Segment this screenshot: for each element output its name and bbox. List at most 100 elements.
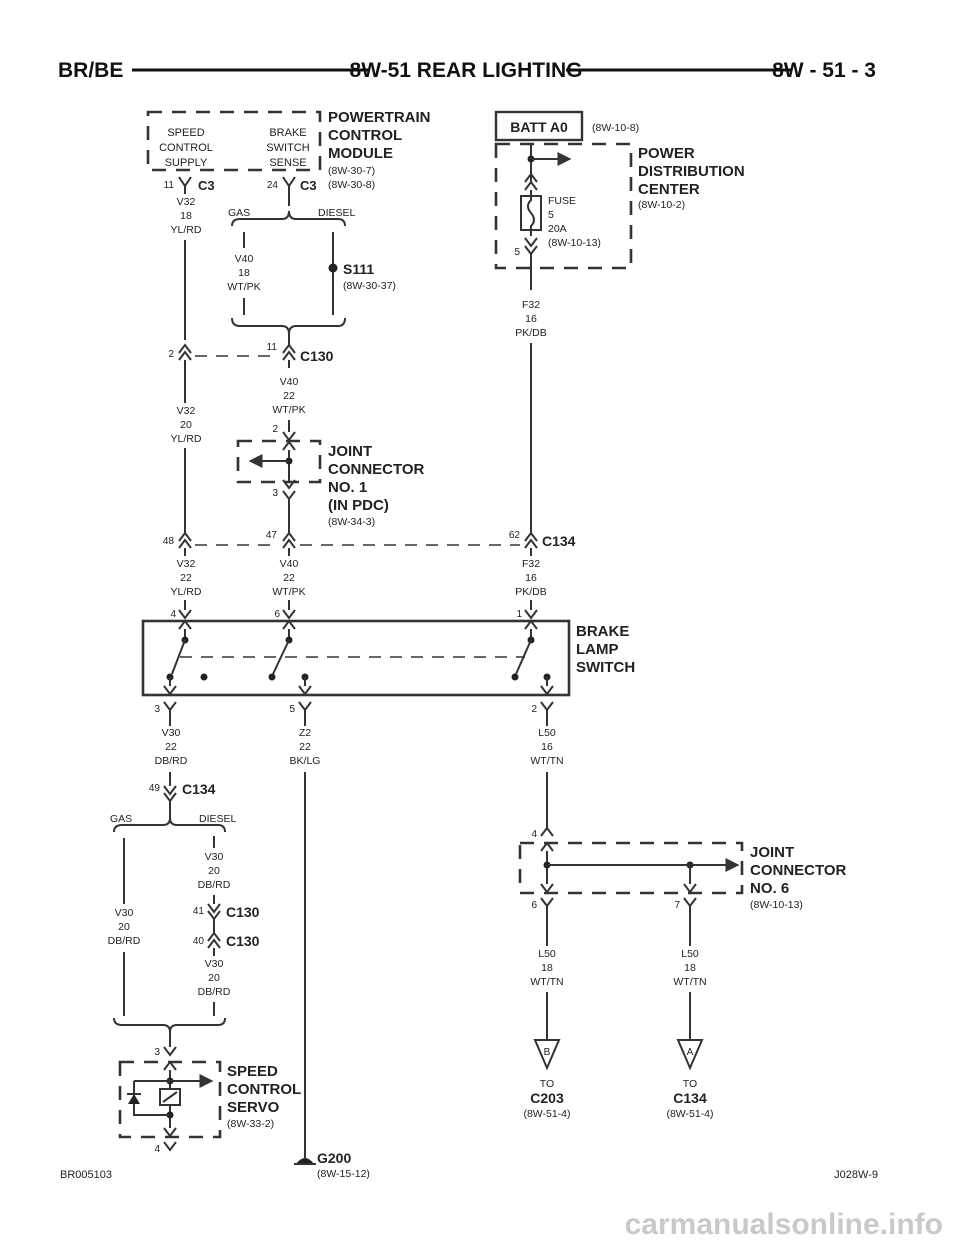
connector-c130-top: 2 11 C130 xyxy=(168,342,333,364)
joint-connector-6: 4 6 7 JOINT CONNECTOR NO. 6 (8W-10-13) xyxy=(518,826,847,946)
svg-text:11: 11 xyxy=(267,342,278,353)
svg-text:V32: V32 xyxy=(177,558,196,570)
svg-text:2: 2 xyxy=(168,349,174,360)
svg-text:22: 22 xyxy=(299,741,311,753)
svg-text:DB/RD: DB/RD xyxy=(155,755,188,767)
wire-v40-22a-label: V40 22 WT/PK xyxy=(272,376,305,416)
svg-text:V30: V30 xyxy=(162,727,181,739)
svg-text:V40: V40 xyxy=(280,376,299,388)
svg-text:PK/DB: PK/DB xyxy=(515,327,547,339)
svg-text:2: 2 xyxy=(272,424,278,435)
svg-text:NO. 1: NO. 1 xyxy=(328,479,367,496)
page-header: BR/BE 8W-51 REAR LIGHTING 8W - 51 - 3 xyxy=(58,59,876,82)
g200-ref: (8W-15-12) xyxy=(317,1168,370,1180)
svg-text:BRAKE: BRAKE xyxy=(576,623,629,640)
footer-right-code: J028W-9 xyxy=(834,1169,878,1181)
svg-text:4: 4 xyxy=(170,609,176,620)
svg-text:20A: 20A xyxy=(548,223,567,235)
svg-text:V30: V30 xyxy=(205,851,224,863)
svg-text:5: 5 xyxy=(289,704,295,715)
svg-text:4: 4 xyxy=(154,1144,160,1155)
brake-lamp-switch: 4 6 1 3 5 2 BRAKE LAMP SWITCH xyxy=(141,600,635,726)
svg-text:62: 62 xyxy=(509,530,521,541)
svg-text:WT/TN: WT/TN xyxy=(530,976,563,988)
dest-c134-label: C134 xyxy=(673,1090,707,1106)
svg-text:5: 5 xyxy=(548,209,554,221)
svg-text:YL/RD: YL/RD xyxy=(171,586,202,598)
svg-text:49: 49 xyxy=(149,783,161,794)
footer-left-code: BR005103 xyxy=(60,1169,112,1181)
svg-text:V32: V32 xyxy=(177,196,196,208)
svg-text:NO. 6: NO. 6 xyxy=(750,880,789,897)
svg-text:PK/DB: PK/DB xyxy=(515,586,547,598)
splice-s111-ref: (8W-30-37) xyxy=(343,280,396,292)
svg-text:F32: F32 xyxy=(522,558,540,570)
svg-text:A: A xyxy=(687,1047,694,1058)
wire-l50-16-label: L50 16 WT/TN xyxy=(530,727,563,767)
split-gas2-label: GAS xyxy=(110,813,132,825)
svg-text:18: 18 xyxy=(541,962,553,974)
pcm-ref-1: (8W-30-7) xyxy=(328,165,375,177)
batt-a0-label: BATT A0 xyxy=(510,119,568,135)
svg-text:22: 22 xyxy=(165,741,177,753)
wire-z2-22-label: Z2 22 BK/LG xyxy=(290,727,321,767)
svg-text:(8W-33-2): (8W-33-2) xyxy=(227,1118,274,1130)
svg-text:48: 48 xyxy=(163,536,175,547)
svg-text:7: 7 xyxy=(674,900,680,911)
svg-text:18: 18 xyxy=(238,267,250,279)
svg-text:40: 40 xyxy=(193,936,205,947)
split-gas-label: GAS xyxy=(228,207,250,219)
c130-b-label: C130 xyxy=(226,933,260,949)
svg-text:DISTRIBUTION: DISTRIBUTION xyxy=(638,163,745,180)
wire-l50-18b-label: L50 18 WT/TN xyxy=(673,948,706,988)
svg-text:18: 18 xyxy=(684,962,696,974)
c130-top-label: C130 xyxy=(300,348,334,364)
svg-text:Z2: Z2 xyxy=(299,727,311,739)
svg-text:JOINT: JOINT xyxy=(750,844,794,861)
wire-v40-22b-label: V40 22 WT/PK xyxy=(272,558,305,598)
c134-mid-label: C134 xyxy=(182,781,216,797)
joint-connector-1: 2 3 JOINT CONNECTOR NO. 1 (IN PDC) (8W-3… xyxy=(236,420,425,535)
svg-text:L50: L50 xyxy=(538,948,556,960)
svg-text:TO: TO xyxy=(683,1078,697,1090)
svg-text:(8W-51-4): (8W-51-4) xyxy=(666,1108,713,1120)
pcm-title-l3: MODULE xyxy=(328,145,393,162)
connector-c134-mid: 49 C134 xyxy=(149,772,216,818)
svg-text:20: 20 xyxy=(208,972,220,984)
svg-text:2: 2 xyxy=(531,704,537,715)
svg-text:22: 22 xyxy=(283,390,295,402)
svg-text:WT/PK: WT/PK xyxy=(227,281,260,293)
dest-c203-label: C203 xyxy=(530,1090,564,1106)
svg-text:BK/LG: BK/LG xyxy=(290,755,321,767)
speed-control-servo: 3 4 SPEED CONTROL SERVO (8W-33-2) xyxy=(118,1032,301,1155)
svg-text:41: 41 xyxy=(193,906,205,917)
svg-text:20: 20 xyxy=(180,419,192,431)
svg-text:V32: V32 xyxy=(177,405,196,417)
svg-text:22: 22 xyxy=(180,572,192,584)
svg-text:22: 22 xyxy=(283,572,295,584)
svg-text:(8W-10-13): (8W-10-13) xyxy=(750,899,803,911)
gas-diesel-merge-bottom xyxy=(113,1017,226,1033)
wire-l50-18a-label: L50 18 WT/TN xyxy=(530,948,563,988)
svg-text:5: 5 xyxy=(514,247,520,258)
svg-text:SERVO: SERVO xyxy=(227,1099,280,1116)
wire-v30-20a-label: V30 20 DB/RD xyxy=(108,907,141,947)
svg-text:1: 1 xyxy=(516,609,522,620)
pcm-brake-switch-l3: SENSE xyxy=(269,157,306,169)
pcm-pin-speed: 11 xyxy=(164,180,175,191)
connector-c130-b: 40 C130 xyxy=(193,919,260,956)
pcm-connector-c3-b: C3 xyxy=(300,178,317,193)
wire-v32-22-label: V32 22 YL/RD xyxy=(171,558,202,598)
svg-text:6: 6 xyxy=(531,900,537,911)
ground-g200: G200 (8W-15-12) xyxy=(294,1150,370,1180)
svg-text:SWITCH: SWITCH xyxy=(576,659,635,676)
svg-text:F32: F32 xyxy=(522,299,540,311)
svg-text:3: 3 xyxy=(154,1047,160,1058)
gas-diesel-merge-top xyxy=(231,317,346,335)
split-diesel2-label: DIESEL xyxy=(199,813,237,825)
wire-v30-20b-label: V30 20 DB/RD xyxy=(198,851,231,891)
svg-text:CENTER: CENTER xyxy=(638,181,700,198)
connector-c134-top: 48 47 62 C134 xyxy=(163,530,576,549)
